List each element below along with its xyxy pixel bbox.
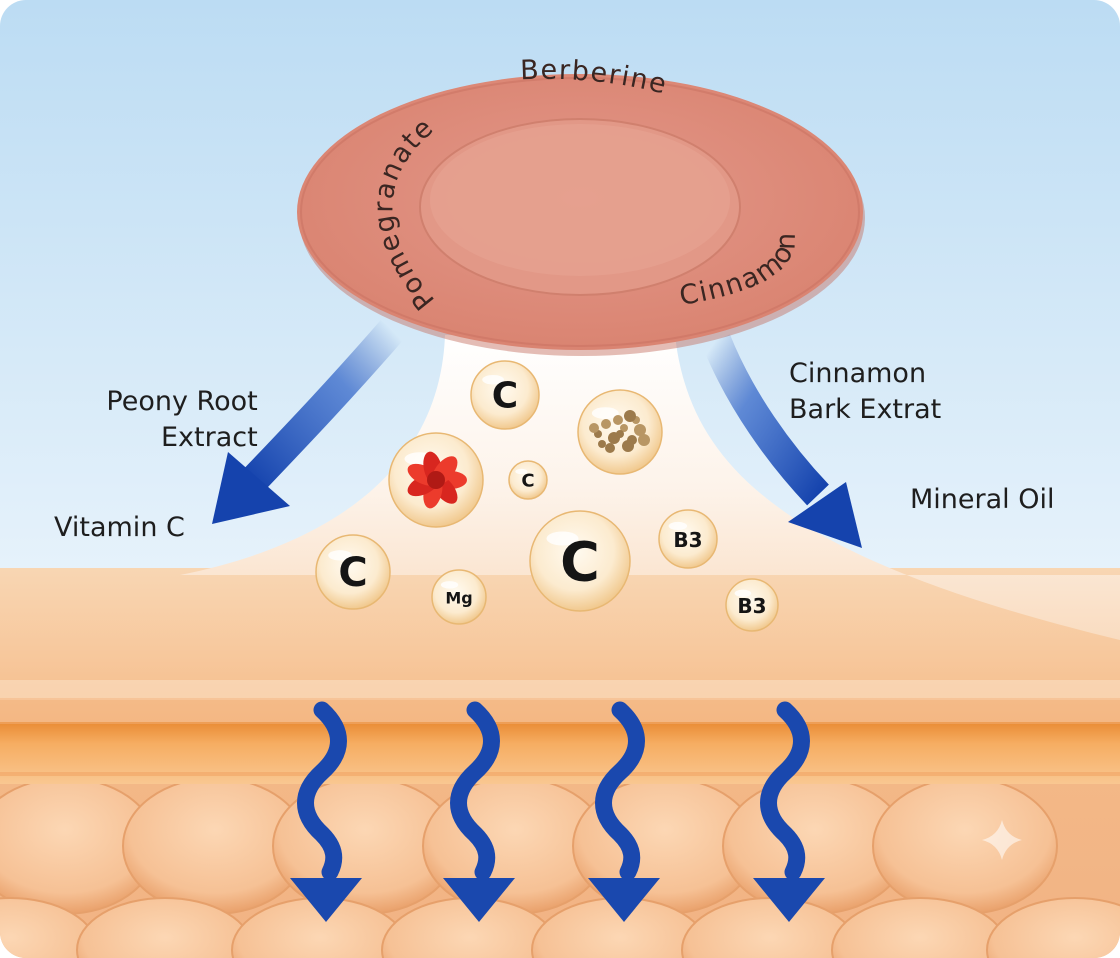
nutrient-bubble: C: [529, 510, 631, 612]
transdermal-patch: Berberine Pomegranate Cinnamon: [297, 55, 865, 356]
label-mineral-oil: Mineral Oil: [910, 484, 1055, 515]
label-vitamin-c: Vitamin C: [54, 512, 185, 543]
wavy-down-arrow-icon: [290, 701, 362, 922]
bubble-label: B3: [737, 594, 766, 618]
bubble-label: C: [521, 471, 534, 492]
bubble-label: C: [560, 531, 600, 594]
bubble-label: C: [338, 550, 367, 596]
label-peony-root-extract: Peony Root Extract: [106, 386, 258, 453]
skin-cell: [872, 777, 1058, 915]
sparkle-icon: [982, 820, 1022, 860]
botanical-bubble: [388, 432, 484, 528]
left-delivery-arrow-icon: [212, 320, 404, 524]
nutrient-bubble: C: [470, 360, 540, 430]
skin-cell-layer: [0, 770, 1120, 958]
nutrient-bubble: B3: [658, 509, 718, 569]
red-flower-icon: [407, 451, 467, 509]
bubble-label: C: [492, 376, 518, 417]
nutrient-bubble: B3: [725, 578, 779, 632]
absorption-plume: [180, 335, 1120, 640]
nutrient-bubble: Mg: [431, 569, 487, 625]
botanical-bubble: [577, 389, 663, 475]
wavy-down-arrow-icon: [443, 701, 515, 922]
label-cinnamon-bark-extract: Cinnamon Bark Extrat: [789, 358, 942, 425]
bubble-label: B3: [673, 528, 702, 552]
penetration-arrows: [290, 701, 825, 922]
skin-cell: [986, 897, 1120, 958]
nutrient-bubble: C: [315, 534, 391, 610]
nutrient-bubble: C: [508, 460, 548, 500]
wavy-down-arrow-icon: [588, 701, 660, 922]
bark-powder-icon: [589, 410, 650, 453]
bubble-label: Mg: [445, 589, 472, 608]
wavy-down-arrow-icon: [753, 701, 825, 922]
right-delivery-arrow-icon: [702, 334, 862, 548]
